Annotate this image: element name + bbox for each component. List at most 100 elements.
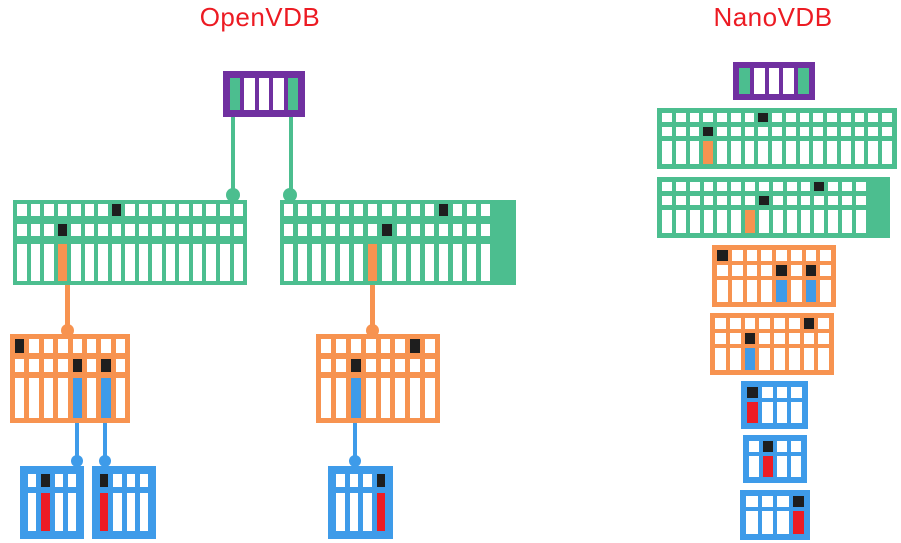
empty-cell: [43, 359, 54, 372]
empty-cell: [44, 244, 54, 281]
empty-cell: [675, 141, 686, 164]
empty-cell: [662, 196, 672, 205]
openvdb-lower-internal-right: [316, 334, 440, 423]
empty-cell: [380, 339, 391, 353]
empty-cell: [354, 244, 364, 281]
empty-cell: [799, 113, 810, 122]
nanovdb-leaf-node-2: [743, 435, 807, 483]
node-row: [100, 474, 148, 487]
upper-right-anchor-dot: [283, 188, 297, 202]
empty-cell: [326, 244, 336, 281]
empty-cell: [774, 348, 785, 370]
empty-cell: [86, 359, 97, 372]
empty-cell: [803, 333, 815, 344]
empty-cell: [868, 127, 879, 136]
empty-cell: [731, 196, 742, 205]
empty-cell: [466, 244, 476, 281]
black-mask-cell: [438, 204, 448, 216]
empty-cell: [758, 141, 769, 164]
empty-cell: [703, 210, 714, 233]
empty-cell: [803, 348, 815, 370]
empty-cell: [662, 113, 672, 122]
empty-cell: [29, 339, 39, 353]
empty-cell: [761, 511, 773, 534]
lower-left-to-leaf1-line: [75, 416, 79, 461]
empty-cell: [840, 113, 851, 122]
empty-cell: [786, 210, 797, 233]
empty-cell: [715, 333, 726, 344]
empty-cell: [786, 196, 797, 205]
empty-cell: [425, 339, 435, 353]
empty-cell: [368, 224, 378, 236]
empty-cell: [820, 265, 831, 276]
openvdb-lower-internal-left: [10, 334, 130, 423]
empty-cell: [28, 474, 37, 487]
empty-cell: [54, 474, 63, 487]
node-row: [284, 204, 490, 216]
node-row: [715, 318, 829, 329]
empty-cell: [115, 339, 125, 353]
orange-pointer-cell: [57, 244, 68, 281]
empty-cell: [58, 378, 68, 418]
empty-cell: [43, 339, 54, 353]
empty-cell: [115, 378, 125, 418]
empty-cell: [380, 378, 391, 418]
lower-left-anchor-dot: [60, 323, 74, 337]
empty-cell: [425, 359, 435, 372]
empty-cell: [273, 78, 284, 110]
empty-cell: [759, 210, 769, 233]
empty-cell: [113, 493, 122, 531]
orange-pointer-cell: [703, 141, 714, 164]
empty-cell: [758, 127, 769, 136]
empty-cell: [745, 196, 756, 205]
empty-cell: [761, 496, 773, 507]
empty-cell: [729, 318, 741, 329]
green-pointer-cell: [230, 78, 241, 110]
empty-cell: [326, 204, 336, 216]
empty-cell: [744, 127, 755, 136]
empty-cell: [179, 224, 189, 236]
node-row: [100, 493, 148, 531]
node-row: [336, 474, 385, 487]
lower-right-anchor-dot: [365, 323, 379, 337]
empty-cell: [84, 244, 95, 281]
empty-cell: [480, 204, 490, 216]
empty-cell: [744, 318, 756, 329]
node-row: [15, 359, 125, 372]
node-row: [321, 359, 435, 372]
node-row: [662, 127, 893, 136]
empty-cell: [335, 339, 346, 353]
empty-cell: [452, 224, 462, 236]
empty-cell: [730, 127, 741, 136]
node-row: [662, 141, 893, 164]
empty-cell: [854, 141, 865, 164]
red-value-cell: [100, 493, 109, 531]
empty-cell: [396, 244, 406, 281]
empty-cell: [746, 250, 758, 261]
empty-cell: [44, 224, 54, 236]
node-row: [749, 441, 801, 452]
empty-cell: [820, 250, 831, 261]
empty-cell: [785, 127, 796, 136]
empty-cell: [729, 333, 741, 344]
empty-cell: [717, 182, 728, 191]
empty-cell: [759, 318, 770, 329]
empty-cell: [800, 196, 811, 205]
empty-cell: [125, 204, 135, 216]
empty-cell: [43, 378, 54, 418]
empty-cell: [350, 339, 361, 353]
nanovdb-upper-internal-2: [657, 177, 890, 238]
node-row: [747, 402, 802, 423]
empty-cell: [219, 204, 230, 216]
empty-cell: [717, 280, 728, 302]
node-row: [321, 378, 435, 418]
empty-cell: [868, 141, 879, 164]
empty-cell: [730, 113, 741, 122]
node-row: [17, 224, 244, 236]
empty-cell: [480, 224, 490, 236]
empty-cell: [17, 204, 27, 216]
empty-cell: [321, 339, 331, 353]
empty-cell: [854, 113, 865, 122]
empty-cell: [828, 182, 839, 191]
empty-cell: [759, 182, 769, 191]
